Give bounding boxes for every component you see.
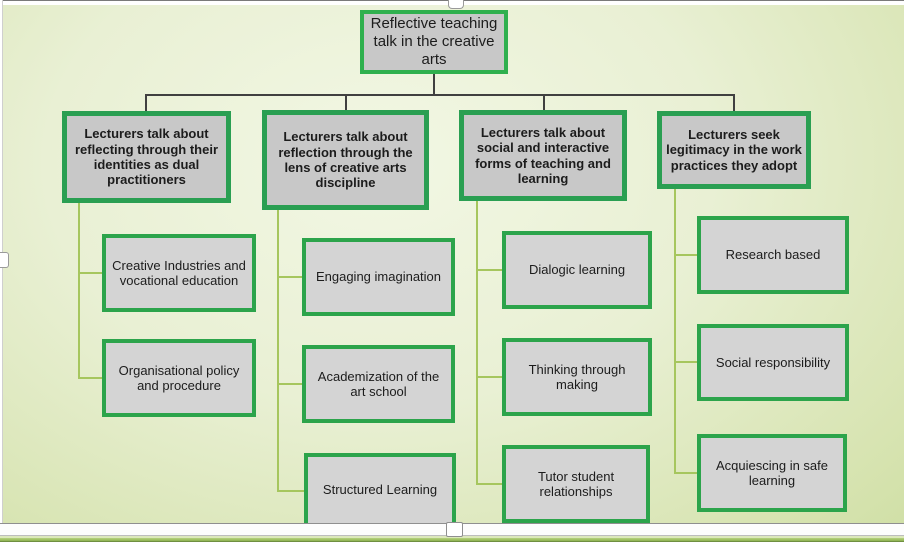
canvas-bottom-gap (0, 536, 904, 538)
connector-branch1-vline (78, 203, 80, 379)
connector-drop-branch-1 (145, 94, 147, 112)
node-child-2-2[interactable]: Academization of the art school (302, 345, 455, 423)
node-child-4-3[interactable]: Acquiescing in safe learning (697, 434, 847, 512)
node-root[interactable]: Reflective teaching talk in the creative… (360, 10, 508, 74)
node-child-4-2[interactable]: Social responsibility (697, 324, 849, 401)
node-branch-2[interactable]: Lecturers talk about reflection through … (262, 110, 429, 210)
node-child-1-2[interactable]: Organisational policy and procedure (102, 339, 256, 417)
canvas-bottom-edge (0, 538, 904, 542)
node-child-3-2[interactable]: Thinking through making (502, 338, 652, 416)
node-child-4-1[interactable]: Research based (697, 216, 849, 294)
connector-branch2-child2-stub (277, 383, 304, 385)
node-child-1-1[interactable]: Creative Industries and vocational educa… (102, 234, 256, 312)
connector-branch2-vline (277, 207, 279, 492)
canvas-left-edge (0, 0, 3, 542)
connector-root-stem (433, 74, 435, 96)
node-branch-3[interactable]: Lecturers talk about social and interact… (459, 110, 627, 201)
connector-branch3-vline (476, 201, 478, 485)
selection-handle-left[interactable] (0, 252, 9, 268)
node-branch-1[interactable]: Lecturers talk about reflecting through … (62, 111, 231, 203)
connector-branch4-child2-stub (674, 361, 699, 363)
node-child-2-1[interactable]: Engaging imagination (302, 238, 455, 316)
selection-handle-bottom[interactable] (446, 522, 463, 537)
connector-branch4-vline (674, 189, 676, 474)
connector-branch3-child3-stub (476, 483, 504, 485)
connector-branch1-child1-stub (78, 272, 104, 274)
connector-branch2-child3-stub (277, 490, 306, 492)
connector-branch2-child1-stub (277, 276, 304, 278)
connector-drop-branch-2 (345, 94, 347, 111)
connector-branch4-child1-stub (674, 254, 699, 256)
connector-drop-branch-3 (543, 94, 545, 111)
node-child-3-1[interactable]: Dialogic learning (502, 231, 652, 309)
connector-drop-branch-4 (733, 94, 735, 112)
connector-level1-bar (145, 94, 735, 96)
node-child-3-3[interactable]: Tutor student relationships (502, 445, 650, 523)
connector-branch4-child3-stub (674, 472, 699, 474)
connector-branch3-child1-stub (476, 269, 504, 271)
node-child-2-3[interactable]: Structured Learning (304, 453, 456, 527)
selection-handle-top[interactable] (448, 0, 464, 9)
node-branch-4[interactable]: Lecturers seek legitimacy in the work pr… (657, 111, 811, 189)
connector-branch1-child2-stub (78, 377, 104, 379)
connector-branch3-child2-stub (476, 376, 504, 378)
